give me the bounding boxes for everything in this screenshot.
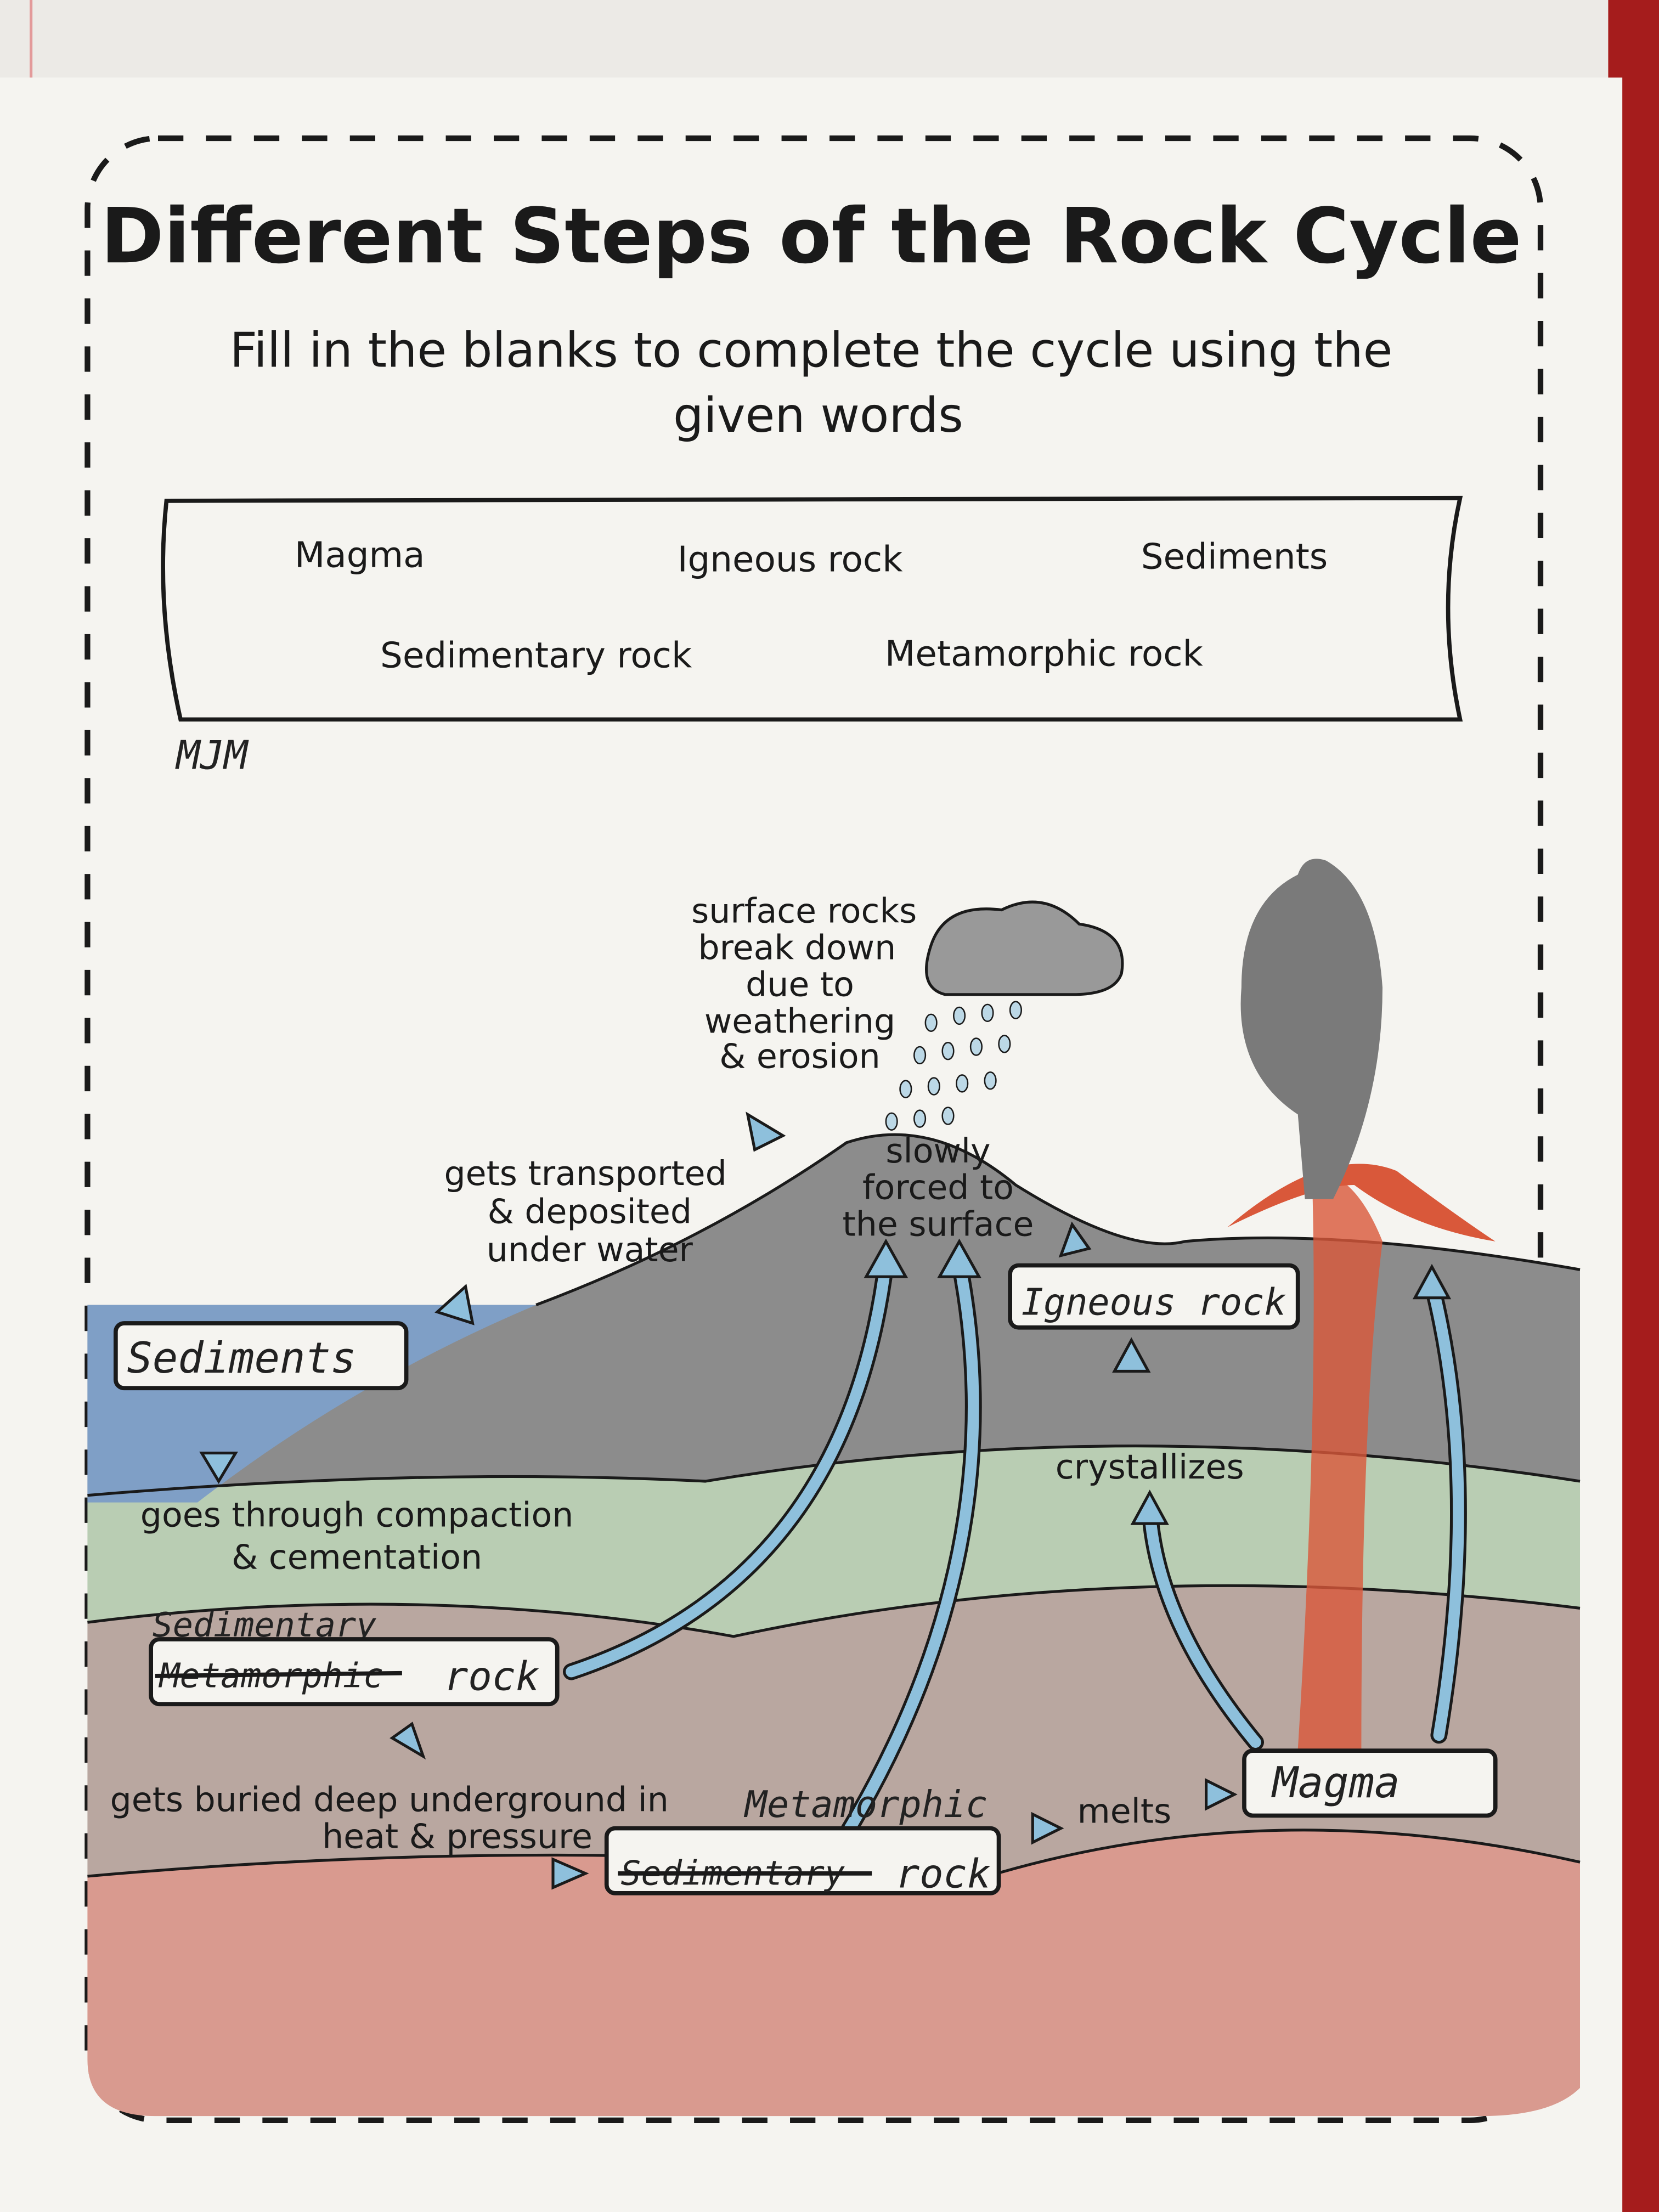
svg-text:the surface: the surface xyxy=(843,1205,1034,1244)
svg-text:Sediments: Sediments xyxy=(127,1334,356,1383)
word-bank-box xyxy=(161,495,1463,722)
lava-flow xyxy=(1227,1164,1496,1242)
cycle-arrows xyxy=(566,1257,1464,1840)
mountain xyxy=(87,1135,1581,1496)
answer-box-magma[interactable]: Magma xyxy=(1242,1748,1498,1818)
compaction-label: goes through compaction & cementation xyxy=(140,1495,574,1577)
svg-text:under water: under water xyxy=(487,1230,693,1269)
instructions-line-2: given words xyxy=(673,387,963,443)
dashed-border xyxy=(84,135,1544,2123)
arrow-heads xyxy=(199,1111,1452,1890)
word-bank-magma: Magma xyxy=(295,535,425,576)
word-bank-sedimentary: Sedimentary rock xyxy=(380,635,692,676)
svg-text:& cementation: & cementation xyxy=(232,1537,482,1577)
svg-text:due to: due to xyxy=(746,964,854,1004)
word-bank-metamorphic: Metamorphic rock xyxy=(885,634,1204,675)
svg-text:gets transported: gets transported xyxy=(444,1154,726,1193)
metamorphic-written-answer: Metamorphic xyxy=(744,1783,988,1826)
answer-box-sediments[interactable]: Sediments xyxy=(114,1321,409,1391)
svg-text:Magma: Magma xyxy=(1271,1758,1400,1808)
svg-text:rock: rock xyxy=(444,1654,539,1700)
weathering-label: surface rocks break down due to weatheri… xyxy=(691,891,917,1076)
svg-text:slowly: slowly xyxy=(885,1131,990,1171)
transport-label: gets transported & deposited under water xyxy=(444,1154,726,1269)
svg-text:& deposited: & deposited xyxy=(488,1192,692,1231)
svg-text:forced to: forced to xyxy=(862,1168,1014,1207)
raindrops-icon xyxy=(885,1001,1023,1131)
word-bank-igneous: Igneous rock xyxy=(678,539,904,580)
svg-text:gets buried deep underground i: gets buried deep underground in xyxy=(110,1780,669,1820)
buried-label: gets buried deep underground in heat & p… xyxy=(110,1780,669,1857)
instructions-line-1: Fill in the blanks to complete the cycle… xyxy=(230,323,1393,379)
svg-text:goes through compaction: goes through compaction xyxy=(140,1495,574,1534)
magma-layer xyxy=(87,1830,1581,2117)
svg-text:heat & pressure: heat & pressure xyxy=(322,1817,592,1857)
volcanic-ash-cloud xyxy=(1240,859,1383,1199)
volcano-vent xyxy=(1297,1171,1383,1750)
answer-box-metamorphic-rock[interactable]: Metamorphic Sedimentary rock xyxy=(604,1783,1001,1897)
worksheet-title: Different Steps of the Rock Cycle xyxy=(100,191,1521,280)
svg-text:surface rocks: surface rocks xyxy=(691,891,917,931)
melts-label: melts xyxy=(1077,1791,1172,1831)
green-rock-layer xyxy=(87,1446,1581,1637)
svg-text:weathering: weathering xyxy=(704,1001,895,1041)
uplift-label: slowly forced to the surface xyxy=(843,1131,1034,1244)
student-initials: MJM xyxy=(174,732,249,778)
rain-cloud-icon xyxy=(925,900,1124,996)
word-bank-sediments: Sediments xyxy=(1141,536,1328,577)
svg-text:break down: break down xyxy=(698,928,896,968)
svg-text:rock: rock xyxy=(896,1851,991,1897)
answer-box-sedimentary-rock[interactable]: Sedimentary Metamorphic rock xyxy=(149,1605,560,1707)
crystallizes-label: crystallizes xyxy=(1056,1447,1244,1487)
svg-text:& erosion: & erosion xyxy=(719,1037,881,1076)
answer-box-igneous-rock[interactable]: Igneous rock xyxy=(1008,1263,1300,1330)
svg-text:Igneous rock: Igneous rock xyxy=(1022,1281,1286,1324)
